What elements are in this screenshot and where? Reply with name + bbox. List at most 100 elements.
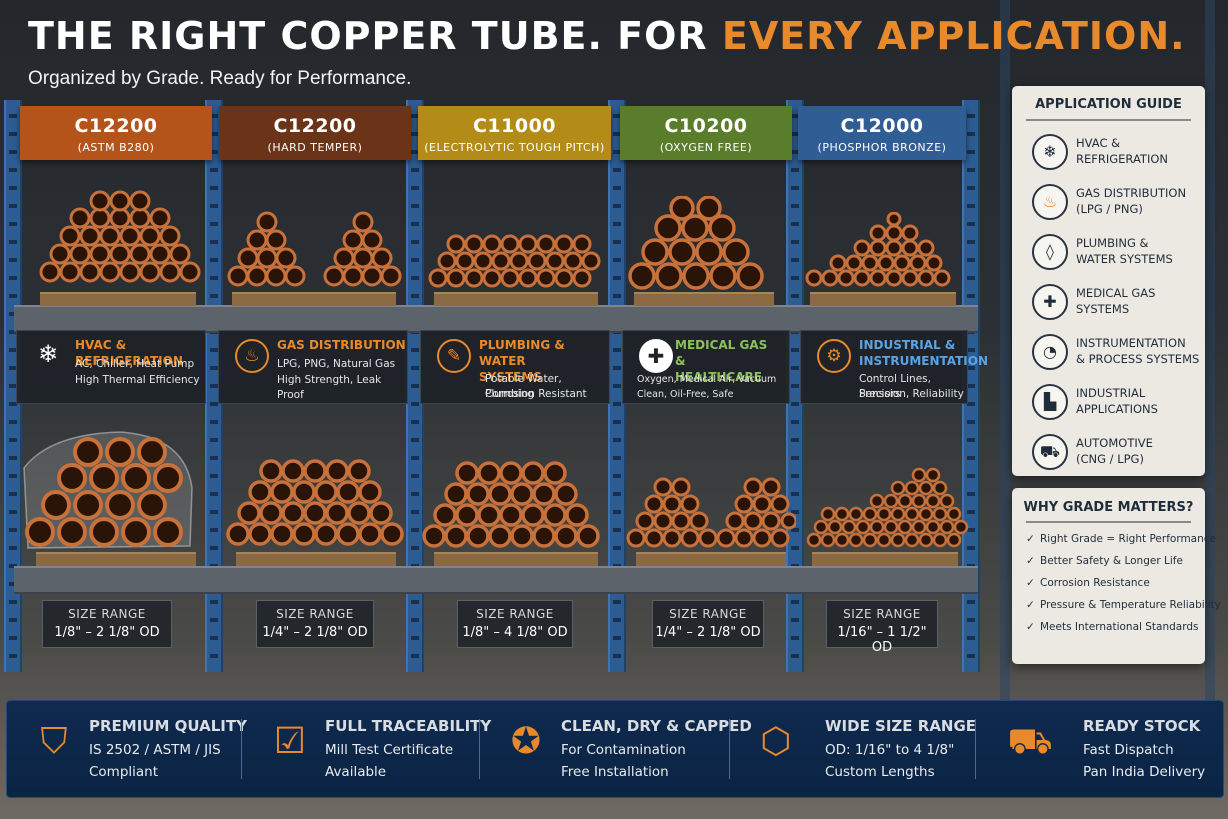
open-box-icon: ⬡ [760,721,792,762]
category-line2: Clean, Oil-Free, Safe [637,389,734,400]
guide-item-line1: GAS DISTRIBUTION [1076,186,1187,200]
category-medical: ✚ MEDICAL GAS & HEALTHCARE Oxygen, Medic… [622,330,790,404]
pallet [40,292,196,306]
category-line1: Oxygen, Medical Air, Vacuum [637,374,777,385]
divider [975,719,976,779]
category-title: INDUSTRIAL & INSTRUMENTATION [859,338,989,368]
feature-title: PREMIUM QUALITY [89,717,247,735]
guide-item-line2: (LPG / PNG) [1076,202,1143,216]
grade-standard: (PHOSPHOR BRONZE) [817,141,947,154]
guide-item-line2: APPLICATIONS [1076,402,1158,416]
feature-footer: ⛉ PREMIUM QUALITY IS 2502 / ASTM / JIS C… [6,700,1224,798]
application-guide-panel: APPLICATION GUIDE ❄ HVAC &REFRIGERATION … [1012,86,1205,476]
category-plumbing: ✎ PLUMBING & WATER SYSTEMS Potable Water… [420,330,610,404]
size-range-label: SIZE RANGE [276,607,354,621]
feature-title: WIDE SIZE RANGE [825,717,977,735]
why-item: ✓Better Safety & Longer Life [1026,555,1183,567]
copper-tube-bundle [226,440,404,550]
size-range-value: 1/4" – 2 1/8" OD [655,625,761,640]
copper-tube-bundle [422,444,604,552]
copper-tube-bundle [426,222,602,292]
medical-cross-icon: ✚ [1032,284,1068,320]
category-line2: Corrosion Resistant [485,388,587,400]
divider [729,719,730,779]
pallet [434,552,598,566]
copper-tube-bundle [628,196,768,292]
feature-title: FULL TRACEABILITY [325,717,492,735]
size-range-label: SIZE RANGE [68,607,146,621]
size-range-label: SIZE RANGE [843,607,921,621]
feature-line1: OD: 1/16" to 4 1/8" [825,742,955,758]
grade-standard: (ELECTROLYTIC TOUGH PITCH) [424,141,605,154]
guide-item-line1: INDUSTRIAL [1076,386,1146,400]
guide-item-line1: PLUMBING & [1076,236,1149,250]
size-range-label: SIZE RANGE [476,607,554,621]
title-white-part: THE RIGHT COPPER TUBE. FOR [28,14,722,58]
feature-premium-quality: ⛉ PREMIUM QUALITY IS 2502 / ASTM / JIS C… [27,701,246,797]
category-line2: High Thermal Efficiency [75,374,200,386]
page-title: THE RIGHT COPPER TUBE. FOR EVERY APPLICA… [28,14,1186,58]
why-item: ✓Right Grade = Right Performance [1026,533,1216,545]
size-range-plate: SIZE RANGE 1/8" – 2 1/8" OD [42,600,172,648]
grade-tab-4: C10200 (OXYGEN FREE) [620,106,792,160]
category-line1: Control Lines, Sensors [859,373,931,400]
delivery-truck-icon: ⛟ [1007,721,1053,762]
copper-tube-bundle [804,212,956,292]
background-rack [1205,0,1215,700]
size-range-value: 1/16" – 1 1/2" OD [837,625,927,655]
pallet [636,552,786,566]
snowflake-icon: ❄ [37,340,59,368]
checkmark-icon: ✓ [1026,599,1035,611]
feature-traceability: ☑ FULL TRACEABILITY Mill Test Certificat… [263,701,491,797]
category-line1: AC, Chiller, Heat Pump [75,358,195,370]
feature-line2: Custom Lengths [825,764,935,780]
feature-line2: Compliant [89,764,159,780]
guide-item-automotive: ⛟ AUTOMOTIVE(CNG / LPG) [1032,432,1202,472]
grade-code: C12200 [74,115,158,137]
grade-code: C12200 [273,115,357,137]
rack-beam [14,566,978,594]
clipboard-check-icon: ☑ [273,721,307,762]
gauge-icon: ◔ [1032,334,1068,370]
flame-icon: ♨ [1032,184,1068,220]
guide-item-line2: & PROCESS SYSTEMS [1076,352,1200,366]
pallet [812,552,958,566]
size-range-value: 1/4" – 2 1/8" OD [262,625,368,640]
size-range-value: 1/8" – 2 1/8" OD [54,625,160,640]
feature-line1: IS 2502 / ASTM / JIS [89,742,221,758]
why-item: ✓Corrosion Resistance [1026,577,1150,589]
guide-item-gas: ♨ GAS DISTRIBUTION (LPG / PNG) [1032,182,1202,222]
guide-item-line1: AUTOMOTIVE [1076,436,1153,450]
divider [1026,119,1191,121]
size-range-value: 1/8" – 4 1/8" OD [462,625,568,640]
wrench-icon: ✎ [437,339,471,373]
category-line1: LPG, PNG, Natural Gas [277,358,396,370]
feature-line2: Pan India Delivery [1083,764,1206,780]
category-gas: ♨ GAS DISTRIBUTION LPG, PNG, Natural Gas… [218,330,408,404]
feature-ready-stock: ⛟ READY STOCK Fast Dispatch Pan India De… [995,701,1215,797]
grade-standard: (ASTM B280) [77,141,155,154]
grade-tab-1: C12200 (ASTM B280) [20,106,212,160]
water-drop-icon: ◊ [1032,234,1068,270]
divider [479,719,480,779]
guide-item-plumbing: ◊ PLUMBING &WATER SYSTEMS [1032,232,1202,272]
category-line1: Potable Water, Plumbing [485,373,562,400]
pallet [634,292,774,306]
guide-item-instrumentation: ◔ INSTRUMENTATION & PROCESS SYSTEMS [1032,332,1202,372]
grade-code: C10200 [664,115,748,137]
grade-standard: (HARD TEMPER) [267,141,363,154]
checkmark-icon: ✓ [1026,621,1035,633]
copper-tube-bundle [626,450,796,552]
pallet [810,292,956,306]
size-range-plate: SIZE RANGE 1/16" – 1 1/2" OD [826,600,938,655]
gear-icon: ⚙ [817,339,851,373]
guide-item-hvac: ❄ HVAC &REFRIGERATION [1032,132,1202,172]
flame-icon: ♨ [235,339,269,373]
size-range-plate: SIZE RANGE 1/8" – 4 1/8" OD [457,600,573,648]
why-item: ✓Pressure & Temperature Reliability [1026,599,1221,611]
category-hvac: ❄ HVAC & REFRIGERATION AC, Chiller, Heat… [16,330,206,404]
title-orange-part: EVERY APPLICATION. [721,14,1186,58]
guide-item-line1: INSTRUMENTATION [1076,336,1186,350]
pallet [434,292,598,306]
